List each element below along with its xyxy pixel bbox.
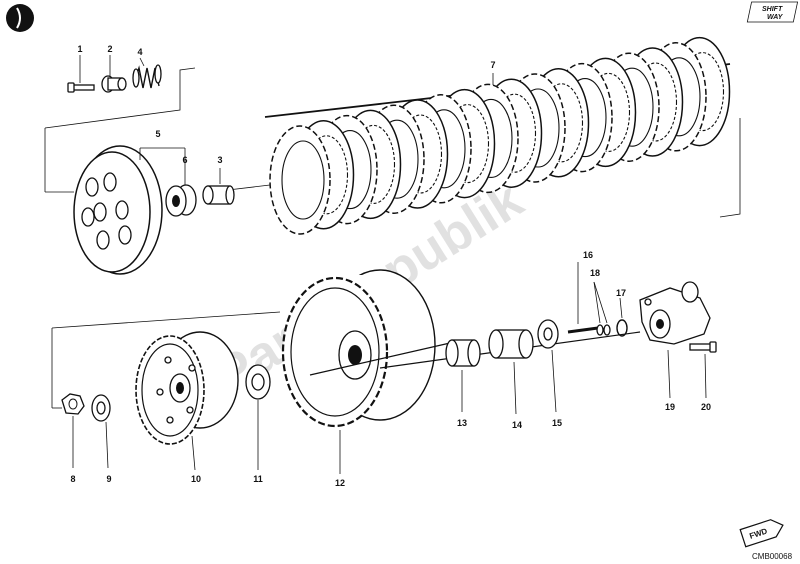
- part-12-clutch-basket: [281, 269, 451, 474]
- callout-2: 2: [107, 44, 112, 54]
- callout-16: 16: [583, 250, 593, 260]
- part-18-o-rings: [593, 281, 611, 336]
- fwd-arrow-badge: FWD: [739, 519, 784, 548]
- callout-10: 10: [191, 474, 201, 484]
- callout-9: 9: [106, 474, 111, 484]
- callout-12: 12: [335, 478, 345, 488]
- part-10-clutch-hub: [135, 331, 239, 471]
- part-3-push-piece: [202, 168, 235, 205]
- part-16-push-rod: [567, 262, 599, 334]
- svg-text:SHIFT: SHIFT: [762, 6, 783, 13]
- part-8-nut: [61, 393, 85, 468]
- drawing-code: CMB00068: [752, 552, 793, 561]
- callout-7: 7: [490, 60, 495, 70]
- callout-18: 18: [590, 268, 600, 278]
- part-19-slave-cylinder: [639, 281, 711, 399]
- brand-logo: SHIFT WAY: [746, 1, 799, 23]
- callout-4: 4: [137, 47, 142, 57]
- callout-20: 20: [701, 402, 711, 412]
- part-14-spacer: [488, 329, 534, 415]
- part-4-spring: [132, 57, 162, 89]
- part-11-thrust-washer: [245, 364, 271, 470]
- callout-13: 13: [457, 418, 467, 428]
- corner-logo-icon: [6, 4, 34, 32]
- part-15-washer: [537, 319, 559, 413]
- part-9-washer: [91, 394, 111, 469]
- part-5-pressure-plate: [73, 145, 185, 275]
- part-1-screw: [67, 55, 95, 93]
- callout-8: 8: [70, 474, 75, 484]
- svg-text:WAY: WAY: [767, 14, 784, 21]
- callout-17: 17: [616, 288, 626, 298]
- callout-19: 19: [665, 402, 675, 412]
- callout-5: 5: [155, 129, 160, 139]
- callout-3: 3: [217, 155, 222, 165]
- part-17-circlip: [616, 297, 628, 337]
- callout-6: 6: [182, 155, 187, 165]
- part-13-bushing: [445, 339, 481, 412]
- part-2-washer-cap: [101, 55, 127, 93]
- callout-14: 14: [512, 420, 522, 430]
- lower-assembly-outline: [51, 311, 281, 409]
- part-20-bolt: [689, 341, 717, 399]
- callout-1: 1: [77, 44, 82, 54]
- part-7-clutch-disc-stack: [269, 36, 731, 235]
- callout-11: 11: [253, 474, 263, 484]
- clutch-disc: [269, 125, 331, 235]
- part-6-bearing: [165, 148, 197, 217]
- callout-15: 15: [552, 418, 562, 428]
